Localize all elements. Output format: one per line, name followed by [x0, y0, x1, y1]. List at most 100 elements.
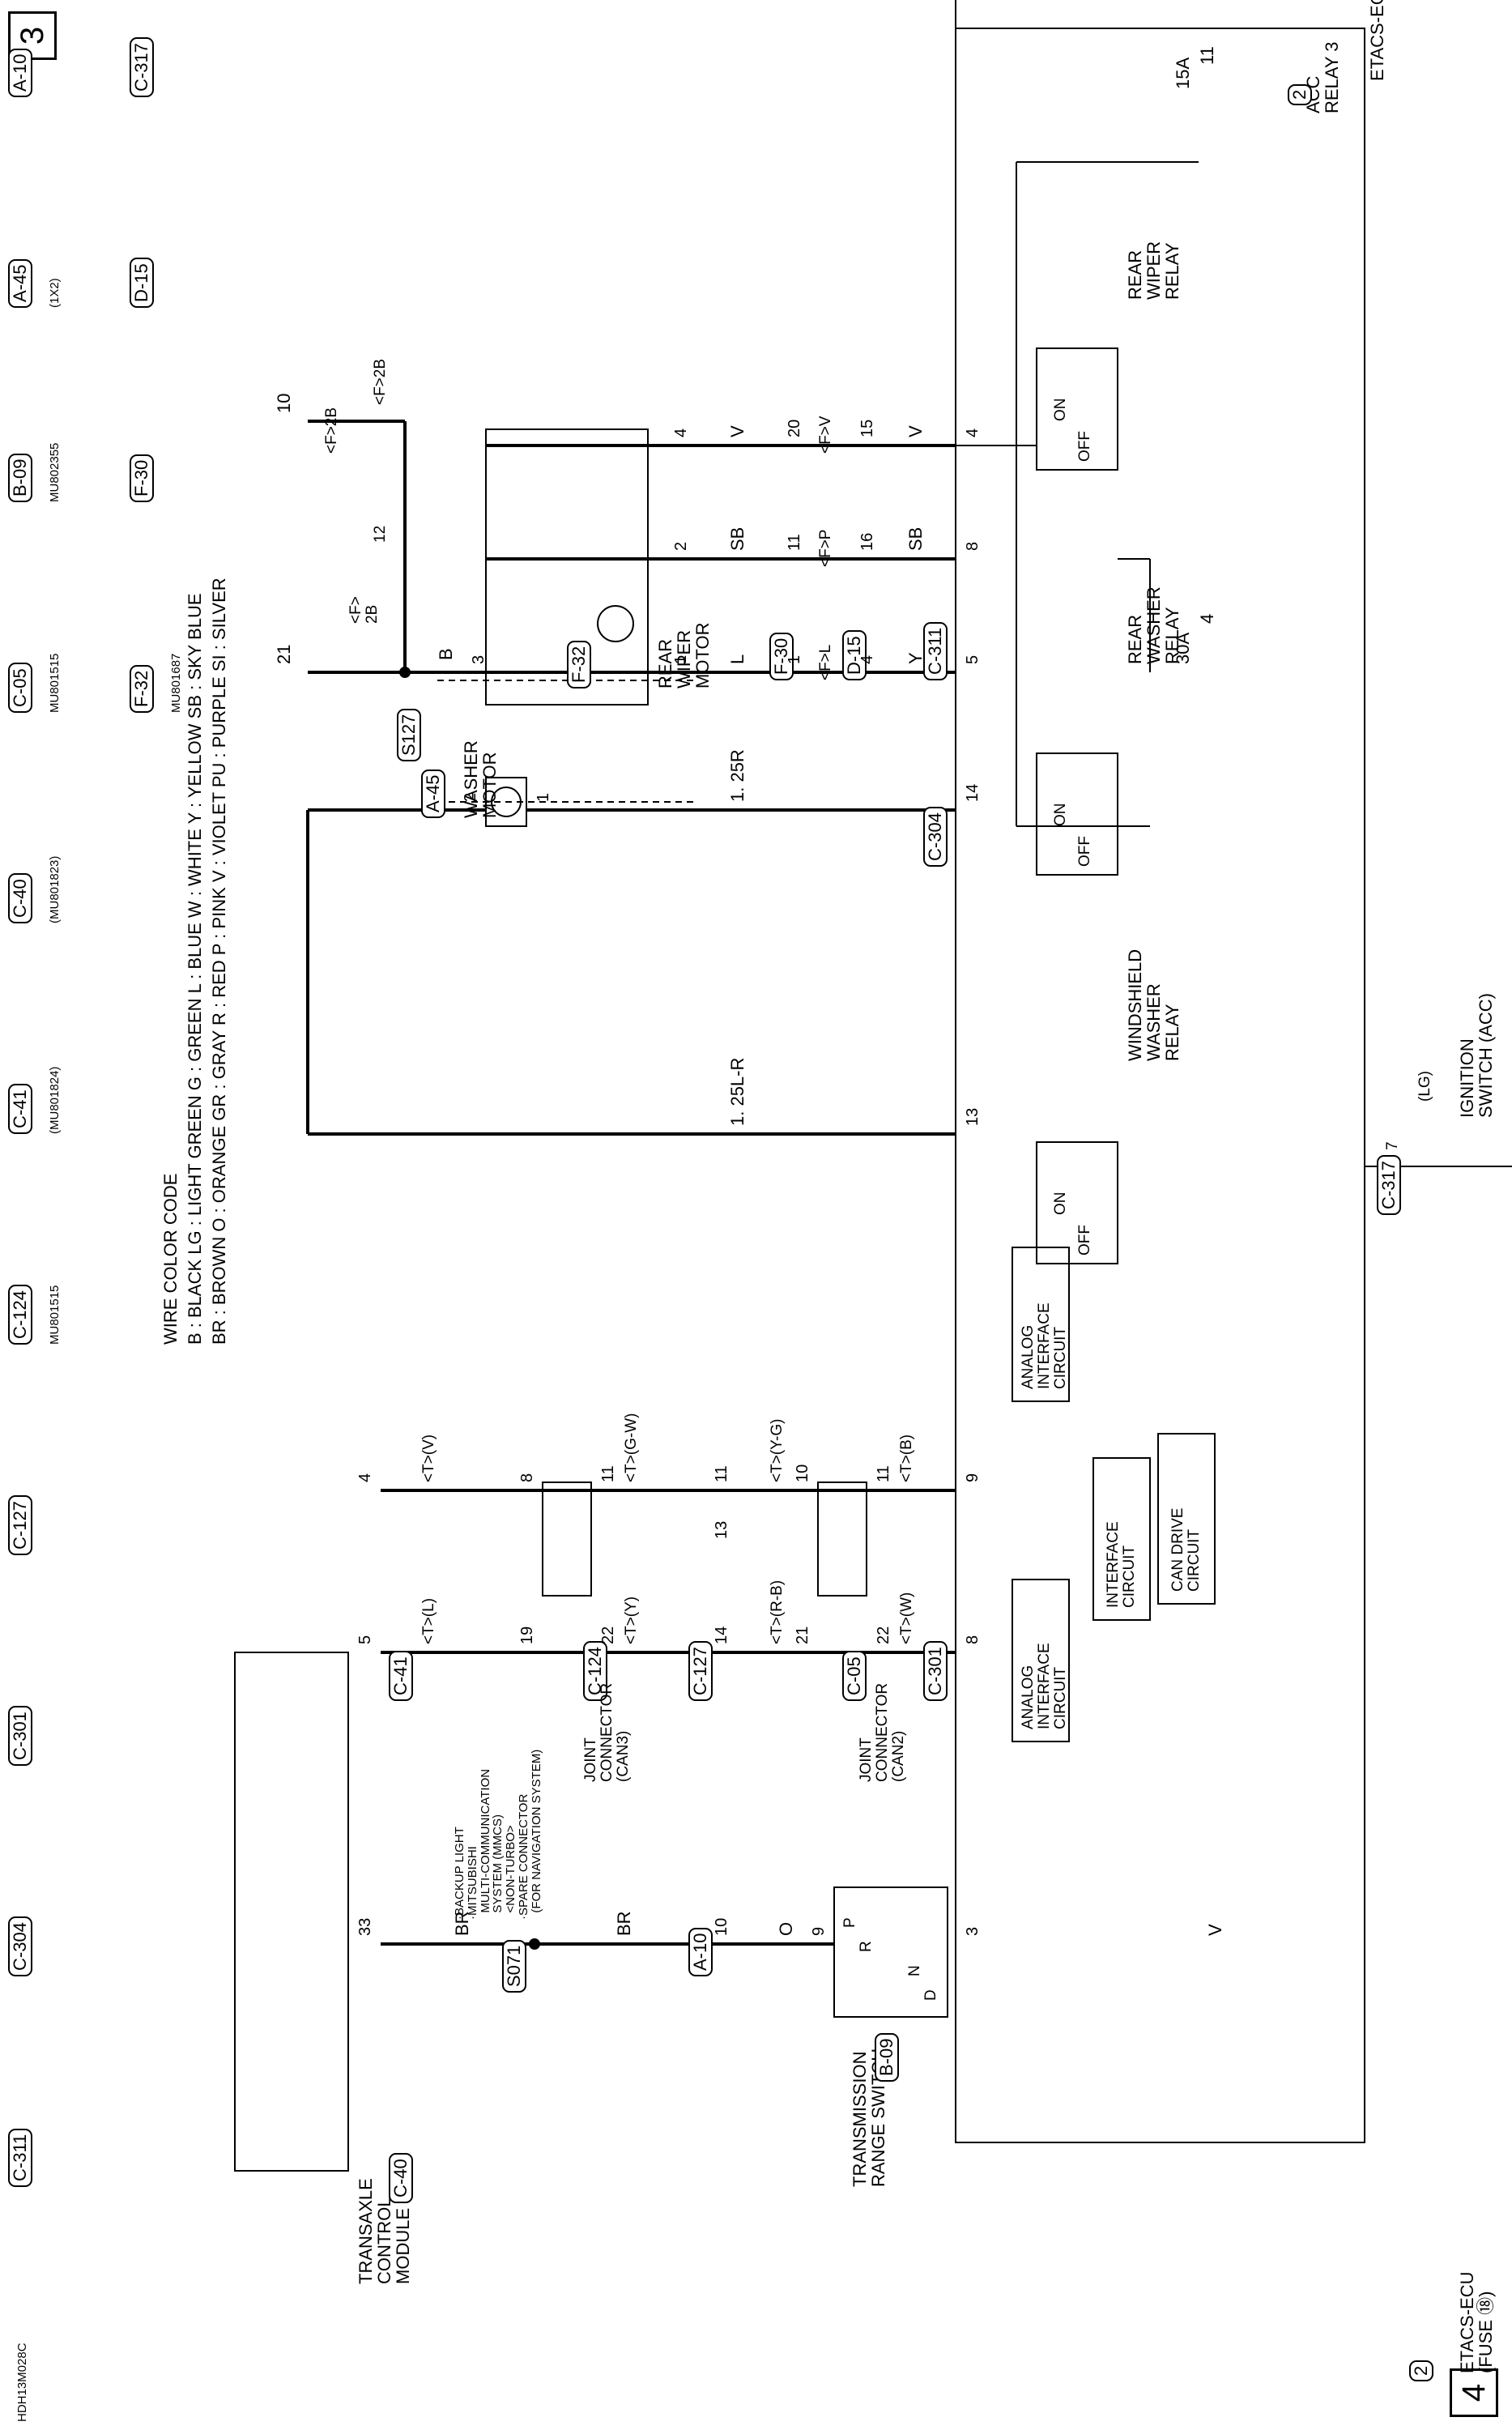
washer-motor-box: [485, 777, 527, 827]
f30-pin-b: 11: [786, 534, 803, 551]
range-switch-connector: B-09: [875, 2032, 900, 2082]
d15-pin-c: 4: [858, 654, 876, 664]
jc3-pin-22: 22: [599, 1626, 617, 1644]
rear-wiper-relay-on: ON: [1052, 398, 1069, 422]
splice-s071: S071: [502, 1939, 527, 1993]
ignition-wire-color: (LG): [1416, 1071, 1433, 1102]
can-tag-y: <T>(Y): [623, 1596, 640, 1644]
view-a45: A-45: [8, 258, 33, 308]
ground-10: 10: [274, 393, 294, 413]
connector-c127: C-127: [688, 1641, 713, 1701]
part-code-c124: MU801515: [48, 1285, 62, 1345]
ignition-connector: C-317: [1377, 1155, 1402, 1215]
connector-c304: C-304: [923, 807, 948, 867]
c311-pin-c: 5: [964, 654, 982, 664]
rear-washer-relay-on: ON: [1052, 803, 1069, 827]
jc3-label: JOINT CONNECTOR (CAN3): [582, 1682, 632, 1782]
ignition-pin: 7: [1384, 1141, 1401, 1150]
ground-wire-b: B: [436, 648, 456, 660]
acc-fuse-no: 11: [1197, 46, 1217, 65]
can-tag-l: <T>(L): [420, 1597, 437, 1644]
fuse4-no: 4: [1197, 613, 1217, 624]
rear-wiper-motor-box: [485, 428, 649, 706]
windshield-washer-relay-box: [1036, 1141, 1118, 1264]
view-c127: C-127: [8, 1495, 33, 1555]
rear-wiper-motor-connector: F-32: [567, 640, 592, 688]
ignition-switch-label: IGNITION SWITCH (ACC): [1457, 993, 1497, 1118]
rear-washer-relay-box: [1036, 752, 1118, 876]
analog-interface-1-label: ANALOG INTERFACE CIRCUIT: [1020, 1302, 1069, 1389]
rear-wiper-relay-label: REAR WIPER RELAY: [1125, 241, 1183, 300]
motor-pin-d: 3: [470, 654, 488, 664]
jc3-pin-13: 13: [713, 1520, 730, 1539]
ground-branch-2: <F> 2B: [347, 596, 381, 624]
splice-s127: S127: [397, 708, 422, 761]
can-drive-circuit-box: [1157, 1433, 1216, 1605]
wire-top-y: Y: [905, 652, 926, 664]
jc2-pin-22: 22: [875, 1626, 892, 1644]
wire-bottom-v: V: [727, 425, 747, 437]
view-a10: A-10: [8, 48, 33, 97]
can-tag-yg: <T>(Y-G): [769, 1418, 786, 1483]
rear-washer-relay-label: REAR WASHER RELAY: [1125, 586, 1183, 664]
tag-fv: <F>V: [817, 416, 834, 454]
c311-pin-a: 4: [964, 428, 982, 437]
legend-row2: BR : BROWN O : ORANGE GR : GRAY R : RED …: [209, 578, 229, 1345]
view-f32: F-32: [130, 664, 155, 713]
jc3-pin-11: 11: [713, 1465, 730, 1482]
view-c304: C-304: [8, 1916, 33, 1976]
f30-ground-pin: 12: [372, 525, 389, 543]
view-c40: C-40: [8, 873, 33, 923]
wire-bottom-l: L: [727, 654, 747, 664]
acc-fuse-amp: 15A: [1173, 57, 1193, 89]
windshield-washer-relay-label: WINDSHIELD WASHER RELAY: [1125, 949, 1183, 1061]
tag-fl: <F>L: [817, 644, 834, 680]
c311-pin-b: 8: [964, 541, 982, 551]
windshield-relay-off: OFF: [1076, 1225, 1093, 1256]
tcm-pin-33: 33: [356, 1917, 374, 1936]
part-code-b09: MU802355: [48, 442, 62, 502]
range-switch-box: [833, 1886, 948, 2018]
connector-c41: C-41: [389, 1651, 414, 1701]
jc2-pin-21: 21: [794, 1626, 811, 1644]
washer-pin-a: 14: [964, 783, 982, 802]
part-code-c05: MU801515: [48, 653, 62, 713]
range-pos-r: R: [858, 1941, 875, 1952]
jc3-pin-19: 19: [518, 1626, 536, 1644]
can-ecu-pin-8: 8: [964, 1635, 982, 1644]
tcm-connector: C-40: [389, 2153, 414, 2203]
view-b09: B-09: [8, 453, 33, 502]
interface-circuit-label: INTERFACE CIRCUIT: [1105, 1521, 1138, 1608]
view-c41: C-41: [8, 1084, 33, 1134]
can-tag-b: <T>(B): [898, 1434, 915, 1482]
wire-1-25r-label: 1. 25R: [727, 749, 747, 802]
rear-wiper-relay-off: OFF: [1076, 431, 1093, 462]
motor-pin-a: 4: [672, 428, 690, 437]
wire-top-sb: SB: [905, 526, 926, 551]
rear-wiper-motor-label: REAR WIPER MOTOR: [655, 622, 713, 688]
can-tag-rb: <T>(R-B): [769, 1580, 786, 1644]
ground-branch-1b: <F>2B: [323, 407, 340, 454]
view-c311: C-311: [8, 2128, 33, 2187]
view-c301: C-301: [8, 1706, 33, 1766]
tag-fp: <F>P: [817, 529, 834, 567]
d15-pin-b: 16: [858, 532, 876, 551]
connector-a10: A-10: [688, 1927, 713, 1976]
jc2-label: JOINT CONNECTOR (CAN2): [858, 1682, 907, 1782]
legend-row1: B : BLACK LG : LIGHT GREEN G : GREEN L :…: [185, 593, 205, 1345]
etacs-fuse-wire: V: [1205, 1924, 1225, 1936]
connector-c311: C-311: [923, 621, 948, 680]
can-ecu-pin-9: 9: [964, 1473, 982, 1482]
view-c124: C-124: [8, 1285, 33, 1345]
washer-pin-b: 13: [964, 1107, 982, 1126]
ground-21: 21: [274, 644, 294, 664]
range-switch-pin-in: 3: [964, 1926, 982, 1936]
analog-interface-2-box: [1012, 1579, 1070, 1742]
acc-relay-tag: 2: [1288, 83, 1313, 105]
view-d15: D-15: [130, 258, 155, 308]
etacs-ecu-label: ETACS-ECU: [1367, 0, 1387, 81]
jc2-pin-11: 11: [875, 1465, 892, 1482]
washer-motor-pin1: 1: [535, 792, 552, 802]
rear-washer-relay-off: OFF: [1076, 836, 1093, 867]
